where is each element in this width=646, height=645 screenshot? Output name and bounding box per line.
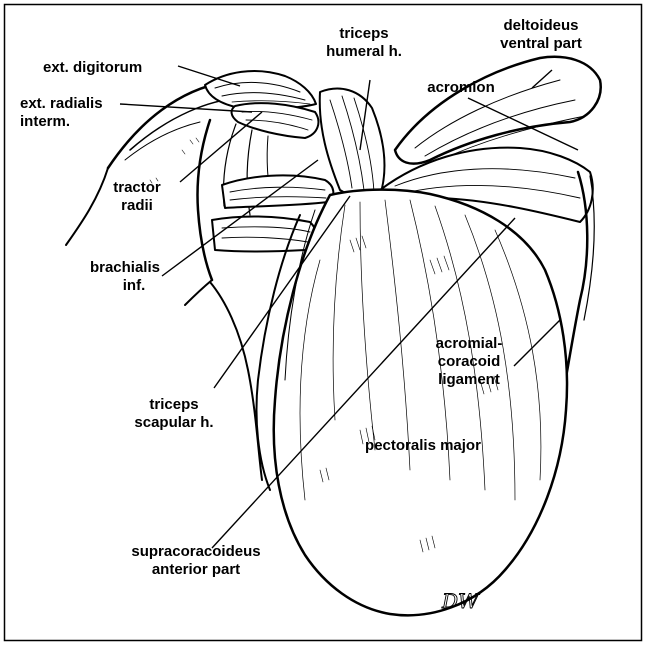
label-scapular-h: scapular h. (134, 414, 213, 431)
label-brachialis-inf: inf. (123, 277, 146, 294)
ext-radialis-muscle (232, 103, 319, 138)
artist-signature: DW (441, 589, 480, 613)
label-acromion: acromion (427, 79, 495, 96)
label-ext-radialis-line2: interm. (20, 113, 70, 130)
brachialis-muscle (212, 216, 316, 251)
label-brachialis: brachialis (90, 259, 160, 276)
label-ventral-part: ventral part (500, 35, 582, 52)
label-pectoralis-major: pectoralis major (365, 437, 481, 454)
label-triceps-scapular: triceps (149, 396, 198, 413)
forearm-shaft (198, 120, 213, 280)
label-supracoracoideus: supracoracoideus (131, 543, 260, 560)
pectoralis-major-muscle (274, 190, 567, 616)
muscle-illustration: DW (66, 57, 601, 615)
label-acromial: acromial- (436, 335, 503, 352)
label-tractor: tractor (113, 179, 161, 196)
label-anterior-part: anterior part (152, 561, 240, 578)
label-ext-radialis: ext. radialis (20, 95, 103, 112)
body-contour-left (210, 282, 262, 480)
label-radii: radii (121, 197, 153, 214)
label-coracoid: coracoid (438, 353, 501, 370)
tractor-radii-muscle (222, 175, 333, 208)
label-ext-digitorum: ext. digitorum (43, 59, 142, 76)
label-deltoideus: deltoideus (503, 17, 578, 34)
label-humeral-h: humeral h. (326, 43, 402, 60)
label-triceps-humeral: triceps (339, 25, 388, 42)
label-ligament: ligament (438, 371, 500, 388)
triceps-humeral-muscle (320, 89, 385, 198)
